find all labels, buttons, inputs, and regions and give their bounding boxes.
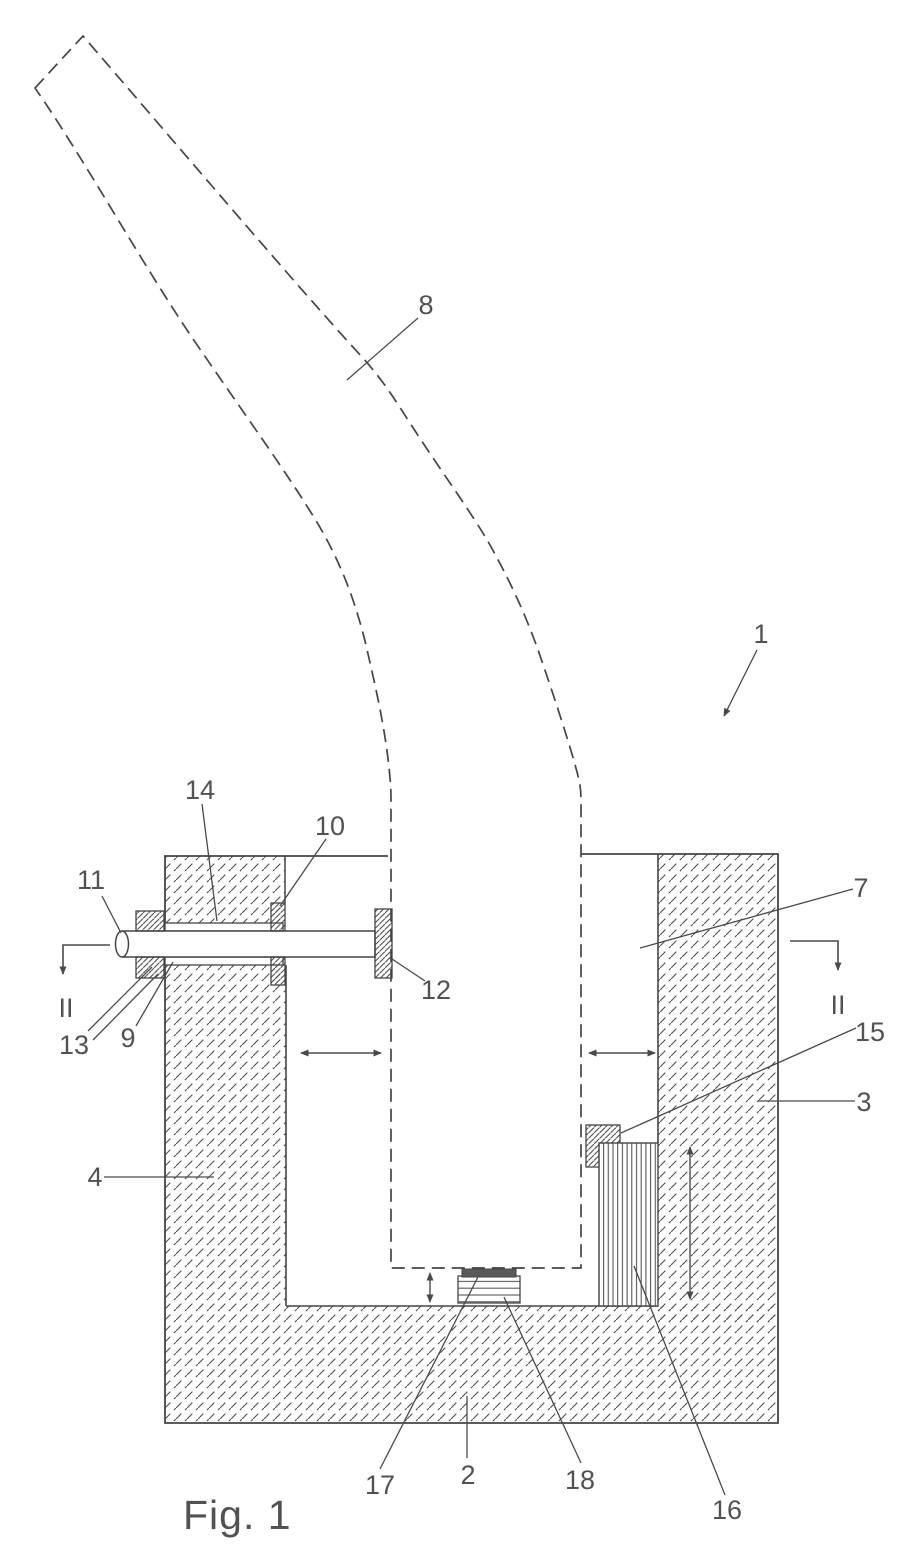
ref-label-9: 9	[120, 1023, 135, 1053]
upper-left-jaw-block	[165, 856, 285, 924]
leader-15	[620, 1027, 857, 1134]
section-label-right: II	[830, 990, 845, 1020]
section-label-left: II	[58, 993, 73, 1023]
pressure-pad-12	[374, 908, 393, 979]
right-wall-block	[658, 854, 778, 1323]
damping-pad-17	[461, 1268, 517, 1278]
ref-label-10: 10	[315, 811, 345, 841]
ref-label-16: 16	[712, 1495, 742, 1525]
leader-13b	[92, 973, 159, 1041]
leader-7	[639, 888, 854, 949]
base-block	[165, 1306, 778, 1423]
ref-label-7: 7	[853, 873, 868, 903]
ref-label-15: 15	[855, 1017, 885, 1047]
ref-label-12: 12	[421, 975, 451, 1005]
leader-10	[279, 838, 327, 907]
section-marker-right	[790, 940, 842, 971]
ref-label-8: 8	[418, 290, 433, 320]
leader-1	[723, 649, 758, 717]
ref-label-1: 1	[753, 619, 768, 649]
lower-liner-strip-9	[164, 956, 284, 966]
leader-lines	[87, 317, 857, 1496]
ref-label-17: 17	[365, 1470, 395, 1500]
bushing-10-upper	[270, 902, 286, 932]
pot-outline	[164, 853, 779, 1424]
support-block-18-stripes	[458, 1276, 520, 1303]
ref-label-14: 14	[185, 775, 215, 805]
section-markers	[59, 940, 842, 975]
upper-liner-strip-14	[164, 922, 284, 932]
lift-block-16-stripes	[599, 1143, 658, 1306]
ref-label-18: 18	[565, 1465, 595, 1495]
leader-12	[391, 958, 426, 982]
leader-17	[379, 1274, 480, 1470]
ref-label-11: 11	[77, 865, 105, 895]
leader-11	[101, 895, 122, 934]
collar-13-lower	[135, 956, 165, 979]
clamping-pin-assembly	[114, 902, 393, 986]
collar-13-upper	[135, 910, 165, 932]
leader-8	[346, 317, 419, 381]
figure-caption: Fig. 1	[183, 1492, 292, 1538]
reference-numerals: 8 1 14 10 11 7 12 II II 13 9 15 3 4 17 2…	[58, 290, 885, 1525]
leader-13a	[87, 966, 153, 1032]
ref-label-4: 4	[87, 1162, 102, 1192]
leader-18	[503, 1296, 582, 1464]
left-wall-block	[165, 965, 286, 1307]
clamp-pot-hatched-body	[164, 853, 779, 1424]
bushing-10-lower	[270, 956, 286, 986]
pin-rod-11	[122, 930, 376, 958]
ref-label-2: 2	[460, 1460, 475, 1490]
pin-rod-tip	[114, 930, 130, 958]
bottom-support	[457, 1268, 521, 1304]
ref-label-13: 13	[59, 1030, 89, 1060]
leader-9	[135, 961, 174, 1027]
leader-14	[201, 803, 218, 922]
prosthesis-stem-8-outline	[33, 34, 582, 1269]
ref-label-3: 3	[856, 1087, 871, 1117]
section-marker-left	[59, 944, 110, 975]
leader-16	[633, 1265, 726, 1496]
wedge-assembly	[585, 1124, 659, 1307]
motion-arrows	[300, 1049, 694, 1303]
